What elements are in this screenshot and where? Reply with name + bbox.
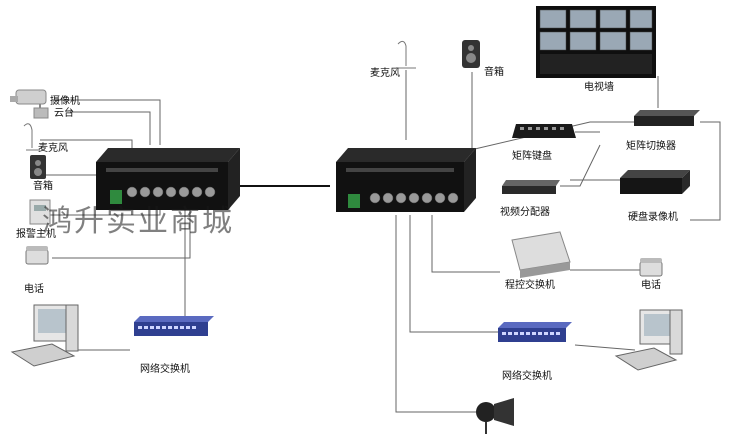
line-pc-right bbox=[574, 344, 636, 351]
horn-speaker-icon bbox=[476, 398, 514, 434]
phone-left-icon bbox=[25, 246, 49, 265]
matrix-keyboard-icon bbox=[512, 124, 576, 138]
label-phone-left: 电话 bbox=[24, 284, 44, 295]
pc-left-icon bbox=[10, 304, 79, 367]
mic-top-icon bbox=[396, 40, 416, 69]
label-alarm-host: 报警主机 bbox=[16, 229, 56, 240]
label-mic-top: 麦克风 bbox=[370, 68, 400, 79]
network-switch-left-icon bbox=[134, 316, 214, 336]
label-speaker-top: 音箱 bbox=[484, 67, 504, 78]
tv-wall-icon bbox=[536, 6, 656, 78]
alarm-host-icon bbox=[29, 199, 51, 225]
label-mic-left: 麦克风 bbox=[38, 143, 68, 154]
mic-left-icon bbox=[23, 123, 40, 151]
pbx-icon bbox=[511, 231, 571, 278]
phone-right-icon bbox=[639, 258, 663, 277]
label-matrix-switcher: 矩阵切换器 bbox=[626, 141, 676, 152]
label-video-distributor: 视频分配器 bbox=[500, 207, 550, 218]
dvr-icon bbox=[620, 170, 690, 194]
line-pbx bbox=[431, 215, 500, 273]
label-dvr: 硬盘录像机 bbox=[628, 212, 678, 223]
line-switch-right bbox=[409, 215, 498, 333]
bnc-ports-left bbox=[126, 186, 216, 198]
speaker-top-icon bbox=[462, 40, 480, 68]
line-matrix-switcher bbox=[461, 121, 638, 153]
line-ptz bbox=[70, 111, 151, 145]
left-transmitter bbox=[96, 148, 240, 210]
pc-right-icon bbox=[614, 309, 683, 371]
watermark: 鸿升实业商城 bbox=[42, 204, 234, 239]
line-horn bbox=[395, 215, 476, 413]
right-receiver bbox=[336, 148, 476, 212]
speaker-left-icon bbox=[30, 155, 46, 179]
label-switch-left: 网络交换机 bbox=[140, 364, 190, 375]
line-vdist bbox=[560, 144, 601, 187]
camera-icon bbox=[10, 89, 47, 112]
label-tv-wall: 电视墙 bbox=[584, 82, 614, 93]
label-speaker-left: 音箱 bbox=[33, 181, 53, 192]
line-camera bbox=[55, 99, 161, 145]
ptz-icon bbox=[33, 107, 49, 119]
label-matrix-keyboard: 矩阵键盘 bbox=[512, 151, 552, 162]
label-camera: 摄像机 bbox=[50, 96, 80, 107]
bnc-ports-right bbox=[369, 192, 459, 204]
network-switch-right-icon bbox=[498, 322, 572, 342]
label-pbx: 程控交换机 bbox=[505, 280, 555, 291]
line-phone-left bbox=[52, 207, 191, 259]
label-ptz: 云台 bbox=[54, 108, 74, 119]
label-switch-right: 网络交换机 bbox=[502, 371, 552, 382]
label-phone-right: 电话 bbox=[641, 280, 661, 291]
line-switcher-dvr bbox=[690, 121, 721, 221]
matrix-switcher-icon bbox=[634, 110, 700, 126]
video-distributor-icon bbox=[502, 180, 560, 194]
connection-lines bbox=[40, 70, 721, 413]
